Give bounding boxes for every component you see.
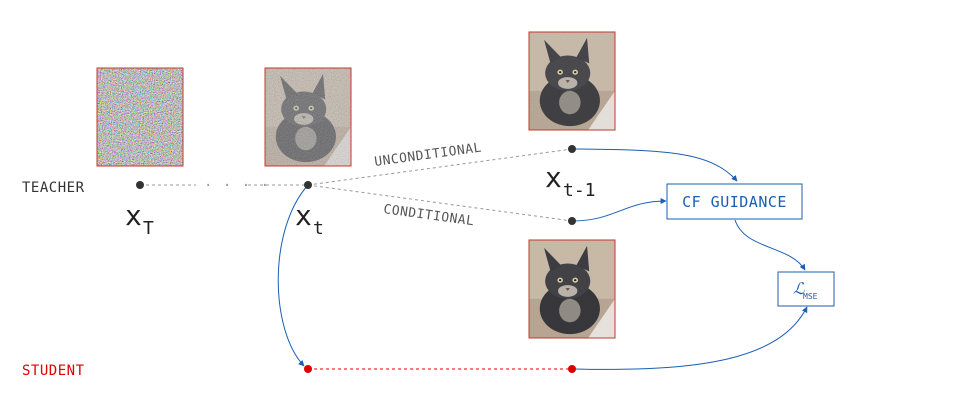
- node-xt: [304, 181, 312, 189]
- unconditional-to-guidance-arrow: [571, 148, 738, 182]
- node-xT: [136, 181, 144, 189]
- cf-guidance-label: CF GUIDANCE: [682, 193, 787, 211]
- svg-text:t: t: [313, 218, 324, 239]
- label-xt-minus-1: x t-1: [545, 161, 596, 201]
- loss-box: [777, 271, 835, 307]
- node-student-start: [304, 365, 312, 373]
- student-to-loss-arrow: [571, 306, 808, 370]
- node-conditional: [568, 217, 576, 225]
- ellipsis: · · · ·: [204, 178, 270, 194]
- unconditional-edge: [307, 148, 573, 186]
- conditional-label: CONDITIONAL: [382, 202, 475, 229]
- noisy-cat-image: [264, 67, 352, 167]
- unconditional-label: UNCONDITIONAL: [374, 140, 483, 170]
- conditional-cat-image: [528, 239, 616, 339]
- node-unconditional: [568, 145, 576, 153]
- conditional-edge: [307, 184, 573, 222]
- unconditional-cat-image: [528, 31, 616, 131]
- student-label: STUDENT: [22, 363, 85, 379]
- svg-text:x: x: [295, 199, 312, 232]
- svg-text:T: T: [143, 218, 154, 239]
- svg-text:x: x: [125, 199, 142, 232]
- loss-symbol: ℒ: [793, 279, 805, 298]
- label-xt: x t: [295, 199, 324, 239]
- svg-text:x: x: [545, 161, 562, 194]
- loss-subscript: MSE: [803, 292, 818, 301]
- teacher-label: TEACHER: [22, 180, 85, 196]
- teacher-to-student-arrow: [277, 184, 309, 367]
- conditional-to-guidance-arrow: [571, 198, 667, 222]
- pure-noise-image: [96, 67, 184, 167]
- label-xT: x T: [125, 199, 154, 239]
- svg-text:t-1: t-1: [563, 180, 596, 201]
- guidance-to-loss-arrow: [734, 219, 806, 271]
- cf-guidance-box: [666, 183, 803, 220]
- node-student-end: [568, 365, 576, 373]
